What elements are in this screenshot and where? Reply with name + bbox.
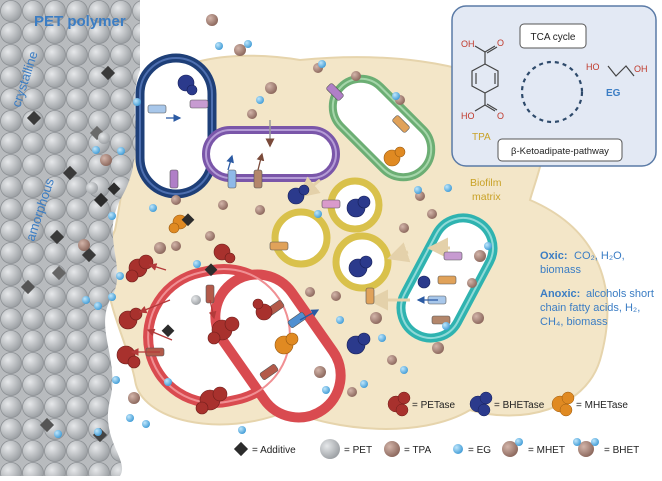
tca-cycle-box xyxy=(519,23,587,49)
oxic-line1: CO₂, H₂O, xyxy=(574,250,625,262)
legend-eg: = EG xyxy=(468,445,491,456)
tca-cycle-label: TCA cycle xyxy=(530,32,575,43)
legend-enzymes: = PETase = BHETase = MHETase xyxy=(387,391,628,417)
tpa-ho-bottom: HO xyxy=(461,111,475,121)
polymer-title: PET polymer xyxy=(34,13,126,30)
bhetase-enzyme xyxy=(177,74,431,355)
eg-sphere-icon xyxy=(453,444,463,454)
metabolism-inset: TCA cycle β-Ketoadipate-pathway OH O HO … xyxy=(451,5,657,167)
legend-mhetase: = MHETase xyxy=(576,400,628,411)
legend-molecules: = Additive = PET = TPA = EG = MHET = BHE… xyxy=(233,438,639,459)
legend-tpa: = TPA xyxy=(404,445,431,456)
oxic-heading: Oxic: xyxy=(540,250,568,262)
legend-mhet: = MHET xyxy=(528,445,565,456)
anoxic-line1: alcohols short xyxy=(586,288,654,300)
biofilm-label-line2: matrix xyxy=(472,191,501,203)
tpa-oh-top: OH xyxy=(461,39,475,49)
mhetase-enzyme-icon xyxy=(551,391,575,417)
membrane-transporters xyxy=(145,83,463,380)
legend-bhetase: = BHETase xyxy=(494,400,545,411)
flow-arrows xyxy=(265,120,450,311)
eg-ho: HO xyxy=(586,62,600,72)
cell-purple-rod xyxy=(202,126,340,182)
bhet-icon xyxy=(573,438,599,457)
legend-pet: = PET xyxy=(344,445,372,456)
eg-label: EG xyxy=(606,88,621,99)
legend-additive: = Additive xyxy=(252,445,296,456)
biofilm-label-line1: Biofilm xyxy=(470,177,502,189)
tpa-spheres xyxy=(78,14,486,404)
legend-bhet: = BHET xyxy=(604,445,639,456)
cycle-circle xyxy=(520,60,584,124)
tpa-label: TPA xyxy=(472,132,491,143)
secretion-arrows xyxy=(130,114,438,356)
eg-oh: OH xyxy=(634,64,648,74)
petase-enzyme xyxy=(116,243,273,415)
mhet-icon xyxy=(502,438,523,457)
oxic-line2: biomass xyxy=(540,264,581,276)
anoxic-line2: chain fatty acids, H₂, xyxy=(540,302,640,314)
eg-molecule xyxy=(607,65,635,77)
floating-additives xyxy=(107,182,218,338)
pet-sphere-icon xyxy=(320,439,340,459)
ketoadipate-label: β-Ketoadipate-pathway xyxy=(511,146,609,157)
additive-icon xyxy=(233,441,249,457)
petase-enzyme-icon xyxy=(387,391,411,417)
pet-spheres-floating xyxy=(86,132,201,305)
tpa-o-bottom: O xyxy=(497,111,504,121)
ketoadipate-box xyxy=(497,138,623,162)
cell-green-rod xyxy=(328,74,436,182)
anoxic-line3: CH₄, biomass xyxy=(540,316,608,328)
bhetase-enzyme-icon xyxy=(469,391,493,417)
eg-spheres xyxy=(54,40,492,438)
legend-petase: = PETase xyxy=(412,400,456,411)
tpa-o-top: O xyxy=(497,38,504,48)
enzymes xyxy=(116,74,431,415)
conditions-text: Oxic: CO₂, H₂O, biomass Anoxic: alcohols… xyxy=(540,250,654,328)
tpa-molecule xyxy=(471,45,499,112)
anoxic-heading: Anoxic: xyxy=(540,288,580,300)
tpa-sphere-icon xyxy=(384,441,400,457)
